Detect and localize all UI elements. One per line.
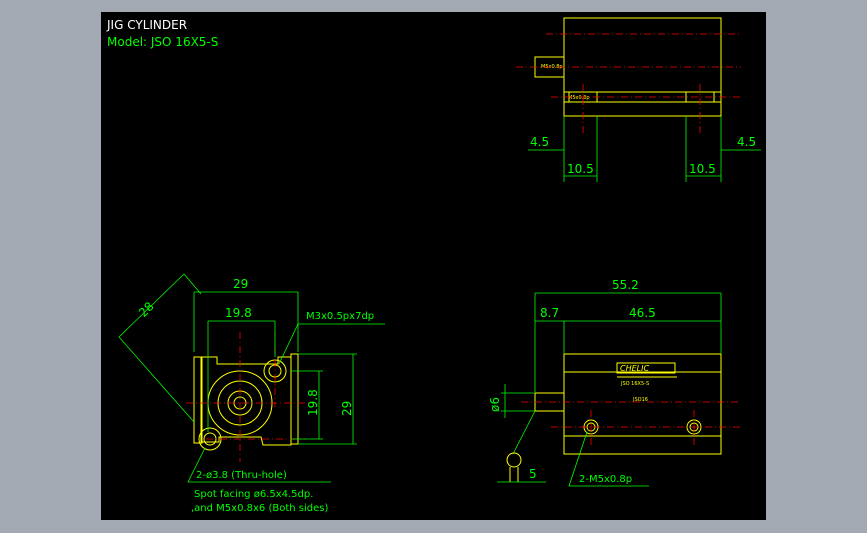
top-dim-left: 4.5 bbox=[530, 135, 549, 149]
front-view: 29 19.8 28 M3x0.5px7dp 29 19.8 2-ø3.8 (T… bbox=[118, 273, 385, 514]
front-view-body bbox=[200, 356, 292, 446]
svg-text:M5x0.8p: M5x0.8p bbox=[568, 95, 590, 101]
front-dim-width: 29 bbox=[233, 277, 248, 291]
top-dim-right: 4.5 bbox=[737, 135, 756, 149]
thread-both-sides-note: ,and M5x0.8x6 (Both sides) bbox=[191, 503, 328, 514]
side-dim-rod-end: 5 bbox=[529, 467, 537, 481]
top-view: M5x0.8p M5x0.8p 4.5 4.5 10.5 10.5 bbox=[516, 17, 761, 182]
side-dim-rod: 8.7 bbox=[540, 306, 559, 320]
svg-text:JSO16: JSO16 bbox=[632, 397, 648, 403]
side-dim-diameter: ø6 bbox=[488, 397, 502, 412]
spot-facing-note: Spot facing ø6.5x4.5dp. bbox=[194, 489, 313, 500]
svg-text:M5x0.8p: M5x0.8p bbox=[541, 64, 563, 70]
rod-end-detail bbox=[506, 452, 522, 468]
port-note: 2-M5x0.8p bbox=[579, 474, 632, 485]
drawing-title: JIG CYLINDER bbox=[106, 18, 187, 32]
side-dim-total: 55.2 bbox=[612, 278, 639, 292]
hole-note: 2-ø3.8 (Thru-hole) bbox=[196, 470, 287, 481]
front-dim-height: 29 bbox=[340, 401, 354, 416]
cad-viewport[interactable]: JIG CYLINDER Model: JSO 16X5-S M5x0.8p M… bbox=[101, 12, 766, 520]
drawing-canvas: JIG CYLINDER Model: JSO 16X5-S M5x0.8p M… bbox=[106, 17, 761, 514]
top-dim-bottom-right: 10.5 bbox=[689, 162, 716, 176]
side-dim-body: 46.5 bbox=[629, 306, 656, 320]
model-label: Model: JSO 16X5-S bbox=[107, 35, 218, 49]
brand-label: CHELIC bbox=[620, 364, 649, 373]
front-dim-height-inner: 19.8 bbox=[306, 389, 320, 416]
top-dim-bottom-left: 10.5 bbox=[567, 162, 594, 176]
side-view: CHELIC JSO 16X5-S JSO16 55.2 8.7 46.5 ø6 bbox=[488, 278, 741, 487]
front-dim-inner: 19.8 bbox=[225, 306, 252, 320]
svg-text:JSO 16X5-S: JSO 16X5-S bbox=[620, 381, 649, 387]
front-dim-diag: 28 bbox=[136, 299, 157, 320]
thread-note: M3x0.5px7dp bbox=[306, 311, 374, 322]
